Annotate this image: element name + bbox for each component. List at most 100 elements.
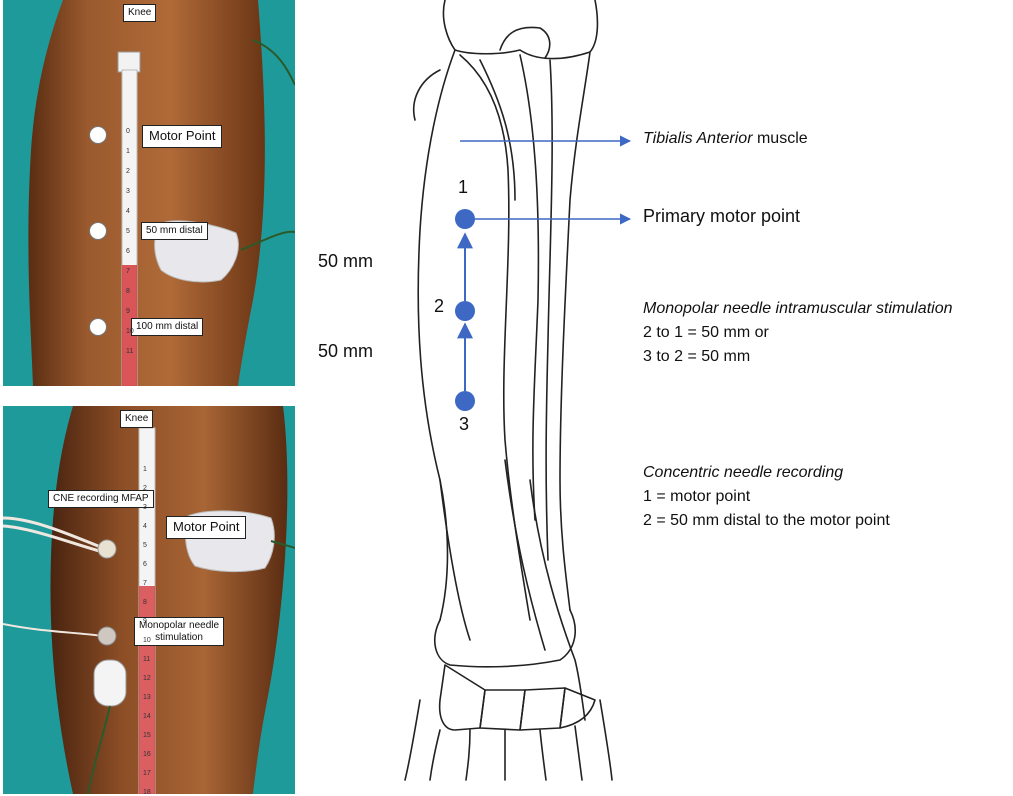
tape-number: 3 [126,188,130,195]
metatarsal [465,729,471,781]
metatarsal [574,725,583,781]
point-3-marker [455,391,475,411]
tape-number: 14 [143,713,151,720]
tape-number: 3 [143,504,147,511]
point-2-marker [455,301,475,321]
tendon-inner-line [504,459,546,651]
ankle-outline [434,609,576,668]
distal-100-label: 100 mm distal [131,318,204,336]
tape-number: 17 [143,770,151,777]
tape-number: 8 [143,599,147,606]
point-3-label: 3 [459,414,470,434]
tape-number: 11 [126,348,134,355]
tape-number: 1 [126,148,130,155]
distal-50-marker [89,222,107,240]
top-photo-illustration [3,0,295,386]
point-1-marker [455,209,475,229]
motor-point-marker [89,126,107,144]
tape-number: 10 [126,328,134,335]
leg-medial-edge [559,51,591,611]
tarsal-bone [438,664,486,731]
tape-number: 0 [126,128,130,135]
leg-bone-outlines [404,0,613,781]
muscle-inner-line [459,54,531,621]
tape-number: 10 [143,637,151,644]
knee-label: Knee [120,410,154,428]
tape-number: 11 [143,656,151,663]
motor-point-label: Motor Point [166,516,247,539]
electrode-wire [252,39,295,86]
point-2-label: 2 [434,296,445,316]
metatarsal [539,729,547,781]
tape-red-section [122,265,137,386]
tibia-line [519,54,540,521]
distance-label-lower: 50 mm [318,341,374,361]
muscle-label: Tibialis Anterior muscle [643,130,808,148]
leg-lateral-edge [417,49,456,621]
concentric-line1: 1 = motor point [643,488,751,505]
needle-cable [3,524,104,554]
distance-label-upper: 50 mm [318,251,374,271]
monopolar-line2: 3 to 2 = 50 mm [643,348,751,365]
tape-number: 9 [126,308,130,315]
electrode-wire [240,230,295,251]
patella-outline [499,26,551,59]
needle-cable [3,516,104,550]
knee-outline [442,0,599,60]
monopolar-label-line2: stimulation [155,631,203,643]
tape-number: 9 [143,618,147,625]
concentric-needle-hub [97,539,117,559]
fibula-line [545,59,553,561]
tape-number: 7 [143,580,147,587]
monopolar-label-line1: Monopolar needle [139,620,220,631]
tape-number: 4 [126,208,130,215]
tape-number: 12 [143,675,151,682]
tape-number: 5 [143,542,147,549]
monopolar-stimulation-label: Monopolar needle stimulation [134,617,225,646]
foot-outline-left [404,699,421,781]
tape-number: 5 [126,228,130,235]
point-1-label: 1 [458,177,469,197]
tarsal-bone [519,687,566,731]
tape-number: 6 [143,561,147,568]
electrode-wire [87,705,111,794]
lower-lateral-line [439,479,471,641]
tape-number: 6 [126,248,130,255]
concentric-title: Concentric needle recording [643,464,844,481]
concentric-line2: 2 = 50 mm distal to the motor point [643,512,890,529]
tarsal-bone [479,689,526,731]
bottom-leg-photo: Knee CNE recording MFAP Motor Point Mono… [3,406,295,794]
tendon-line [529,479,586,721]
leg-skin [28,0,265,386]
stim-cable [3,623,104,637]
tape-number: 2 [143,485,147,492]
tape-number: 1 [143,466,147,473]
metatarsal [429,729,441,781]
motor-point-label: Motor Point [142,125,223,148]
tape-number: 7 [126,268,130,275]
electrode-wire [270,540,295,549]
monopolar-needle-hub [97,626,117,646]
muscle-name: Tibialis Anterior [643,130,753,147]
tape-number: 4 [143,523,147,530]
monopolar-title: Monopolar needle intramuscular stimulati… [643,300,953,317]
muscle-suffix: muscle [752,130,808,147]
knee-label: Knee [123,4,157,22]
distal-50-label: 50 mm distal [141,222,208,240]
tape-number: 13 [143,694,151,701]
cne-recording-label: CNE recording MFAP [48,490,154,508]
tape-number: 18 [143,789,151,794]
tape-number: 15 [143,732,151,739]
top-leg-photo: Knee Motor Point 50 mm distal 100 mm dis… [3,0,295,386]
tarsal-bone [559,687,596,729]
tape-number: 8 [126,288,130,295]
primary-motor-point-label: Primary motor point [643,206,801,226]
muscle-upper-line [479,59,516,201]
tape-number: 2 [126,168,130,175]
monopolar-line1: 2 to 1 = 50 mm or [643,324,769,341]
tape-number: 16 [143,751,151,758]
foot-outline-right [599,699,613,781]
knee-lateral-curve [413,69,441,121]
distal-100-marker [89,318,107,336]
